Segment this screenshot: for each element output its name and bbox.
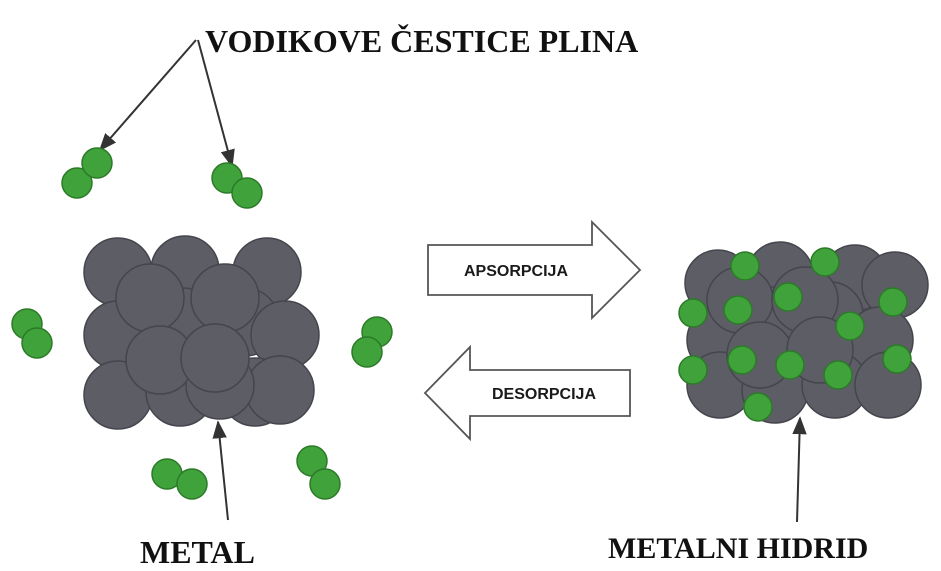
hydride-hydrogen-atom xyxy=(773,282,803,312)
hydride-hydrogen-atom xyxy=(723,295,753,325)
pointer-arrow-hydride xyxy=(792,416,807,523)
hydrogen-atom xyxy=(81,147,113,179)
h2-molecules xyxy=(11,147,393,500)
hydrogen-atom xyxy=(176,468,208,500)
pointer-arrow-metal xyxy=(212,420,229,521)
hydrogen-atom xyxy=(21,327,53,359)
right-arrow-icon xyxy=(427,219,642,321)
hydride-hydrogen-atom xyxy=(823,360,853,390)
hydride-hydrogen-atom xyxy=(727,345,757,375)
hydrogen-atom xyxy=(61,167,93,199)
hydrogen-particles-label: VODIKOVE ČESTICE PLINA xyxy=(205,23,638,59)
metal-lattice-icon xyxy=(83,235,320,430)
hydrogen-atom xyxy=(351,336,383,368)
metal-atom xyxy=(245,355,315,425)
pointer-arrow-h2-right xyxy=(197,39,235,168)
hydride-hydrogen-atom xyxy=(775,350,805,380)
pointer-arrow-h2-left xyxy=(98,39,197,152)
metal-label: METAL xyxy=(140,534,255,570)
left-arrow-icon xyxy=(423,344,631,442)
desorption-arrow: DESORPCIJA xyxy=(423,344,631,442)
hydride-hydrogen-atom xyxy=(730,251,760,281)
hydrogen-atom xyxy=(309,468,341,500)
metal-hydride-label: METALNI HIDRID xyxy=(608,532,868,565)
hydride-hydrogen-atom xyxy=(678,298,708,328)
absorption-label: APSORPCIJA xyxy=(464,263,568,280)
hydride-lattice-icon xyxy=(678,241,929,424)
desorption-label: DESORPCIJA xyxy=(492,386,596,403)
hydrogen-atom xyxy=(231,177,263,209)
hydride-hydrogen-atom xyxy=(835,311,865,341)
metal-atom xyxy=(180,323,250,393)
hydride-hydrogen-atom xyxy=(678,355,708,385)
hydride-hydrogen-atom xyxy=(882,344,912,374)
absorption-arrow: APSORPCIJA xyxy=(427,219,642,321)
hydride-hydrogen-atom xyxy=(743,392,773,422)
metal-atom xyxy=(190,263,260,333)
hydride-hydrogen-atom xyxy=(810,247,840,277)
hydride-hydrogen-atom xyxy=(878,287,908,317)
metal-atom xyxy=(115,263,185,333)
